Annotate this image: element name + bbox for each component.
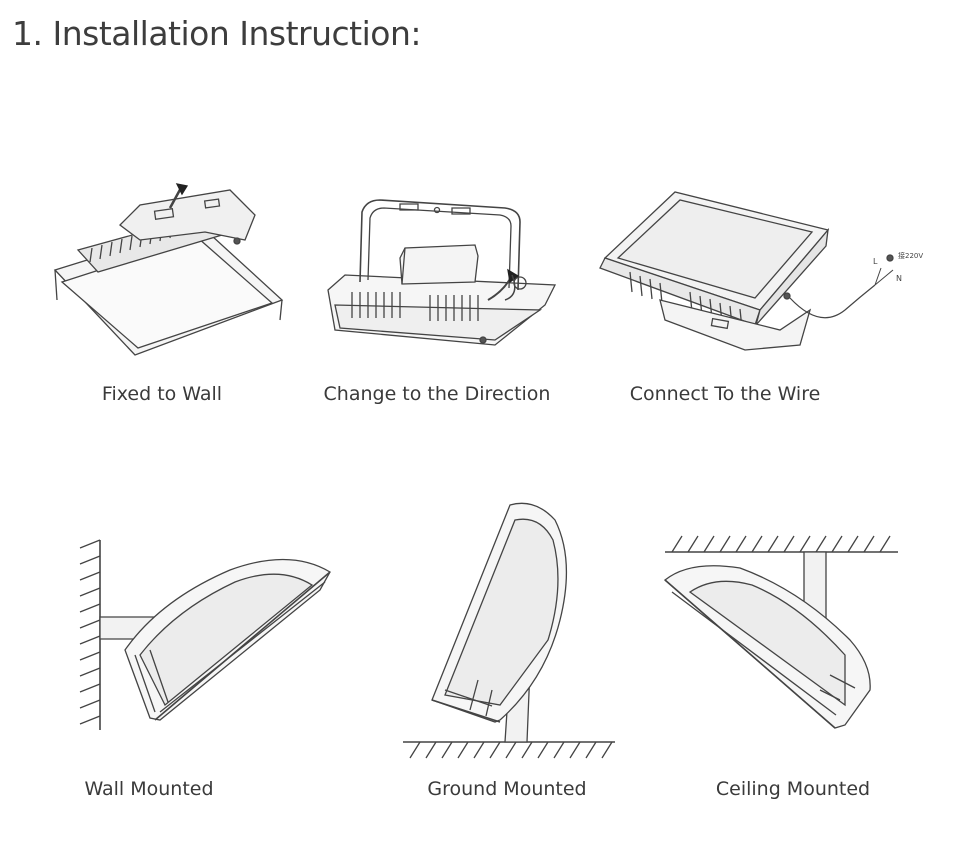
wire-label-neutral: N — [896, 274, 902, 283]
mount-caption-ceiling: Ceiling Mounted — [715, 778, 871, 800]
step-caption-fixed-to-wall: Fixed to Wall — [101, 383, 223, 405]
wire-label-voltage: 接220V — [898, 251, 923, 260]
mount-caption-ground: Ground Mounted — [427, 778, 587, 800]
step-caption-connect-wire: Connect To the Wire — [629, 383, 821, 405]
wire-label-live: L — [873, 257, 878, 266]
step-caption-change-direction: Change to the Direction — [323, 383, 551, 405]
mount-caption-wall: Wall Mounted — [84, 778, 214, 800]
page-title: 1. Installation Instruction: — [12, 14, 421, 53]
